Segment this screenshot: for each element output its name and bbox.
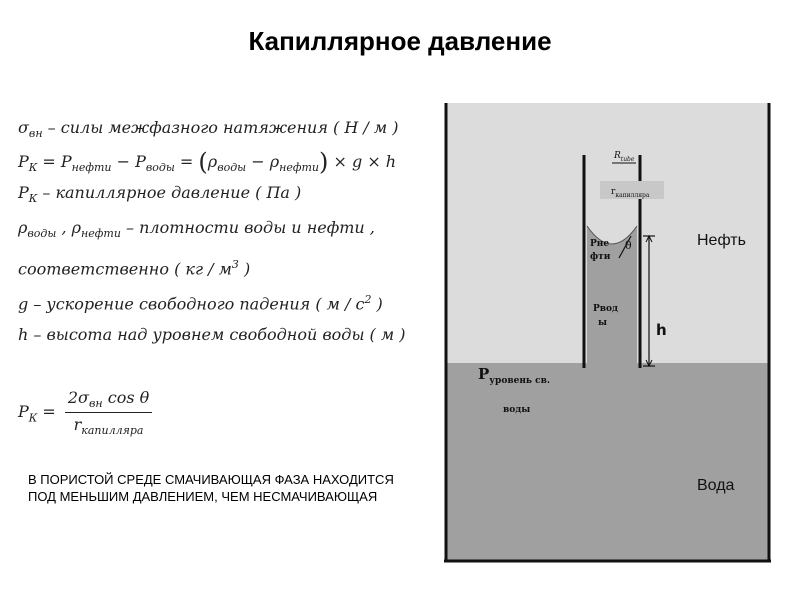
equals: = bbox=[174, 152, 199, 171]
gravity-sup: 2 bbox=[364, 293, 372, 306]
contact-angle-line bbox=[618, 235, 632, 259]
label-water: Вода bbox=[697, 477, 735, 494]
label-rtube: Rtube bbox=[613, 151, 635, 163]
rho-symbol: ρ bbox=[18, 218, 28, 237]
equation-pk-density: PК = Pнефти − Pводы = (ρводы − ρнефти) ×… bbox=[18, 148, 396, 176]
paren-close: ) bbox=[319, 148, 329, 176]
equation-densities: ρводы , ρнефти – плотности воды и нефти … bbox=[18, 218, 375, 240]
pk-symbol: P bbox=[18, 152, 29, 171]
den-r-sub: капилляра bbox=[81, 424, 144, 438]
gravity-close: ) bbox=[371, 294, 383, 314]
den-r: r bbox=[73, 415, 82, 435]
num-cos: cos θ bbox=[102, 388, 150, 407]
label-rtube-main: R bbox=[613, 151, 621, 161]
pk-sub: К bbox=[28, 192, 38, 206]
rcap-label-box bbox=[600, 181, 664, 199]
num-sigma-sub: вн bbox=[88, 397, 103, 411]
label-pfree: Pуровень св. bbox=[478, 365, 550, 386]
num-sigma: 2σ bbox=[67, 388, 89, 407]
label-oil: Нефть bbox=[697, 232, 746, 249]
p-water-symbol: − P bbox=[111, 152, 146, 171]
paren-open: ( bbox=[198, 148, 208, 176]
note-text: В пористой среде смачивающая фаза находи… bbox=[28, 472, 394, 504]
h-arrow-down bbox=[645, 359, 653, 368]
p-water-sub: воды bbox=[145, 161, 175, 175]
pk-sub: К bbox=[28, 411, 38, 425]
pk-symbol: P bbox=[18, 183, 29, 202]
height-text: h – высота над уровнем свободной воды ( … bbox=[18, 325, 406, 344]
fraction-numerator: 2σвн cos θ bbox=[64, 388, 153, 414]
label-h: h bbox=[656, 321, 667, 339]
units-close: ) bbox=[238, 259, 251, 279]
rho-water: ρ bbox=[207, 152, 218, 171]
densities-text: – плотности воды и нефти , bbox=[120, 218, 375, 237]
label-pfree-line2: воды bbox=[503, 405, 530, 415]
meniscus-line bbox=[586, 225, 638, 245]
label-rcap-main: r bbox=[611, 187, 616, 197]
pk-sub: К bbox=[28, 161, 38, 175]
equation-laplace: PК = 2σвн cos θ rкапилляра bbox=[18, 388, 156, 437]
rho-oil-sub: нефти bbox=[81, 227, 121, 241]
gh-tail: × g × h bbox=[328, 152, 397, 171]
label-pfree-main: P bbox=[478, 365, 489, 383]
equation-gravity: g – ускорение свободного падения ( м / с… bbox=[18, 293, 383, 313]
label-rtube-sub: tube bbox=[621, 156, 635, 163]
units-sup: 3 bbox=[231, 258, 239, 271]
equation-pk-definition: PК – капиллярное давление ( Па ) bbox=[18, 183, 301, 205]
rho-water-sub: воды bbox=[27, 227, 57, 241]
equation-sigma: σвн – силы межфазного натяжения ( Н / м … bbox=[18, 118, 398, 140]
page-title: Капиллярное давление bbox=[248, 26, 552, 56]
p-oil-sub: нефти bbox=[71, 161, 112, 175]
units-text: соответственно ( кг / м bbox=[18, 259, 232, 279]
equation-sigma-text: – силы межфазного натяжения ( Н / м ) bbox=[42, 118, 399, 137]
label-rcap: rкапилляра bbox=[611, 187, 650, 199]
capillary-water-column bbox=[587, 226, 637, 363]
label-theta: θ bbox=[625, 239, 632, 252]
pk-symbol: P bbox=[18, 402, 29, 422]
gravity-text: g – ускорение свободного падения ( м / с bbox=[18, 294, 365, 314]
p-oil-symbol: = P bbox=[37, 152, 72, 171]
equation-units-density: соответственно ( кг / м3 ) bbox=[18, 258, 250, 278]
pk-text: – капиллярное давление ( Па ) bbox=[37, 183, 302, 202]
equals: = bbox=[37, 402, 56, 422]
rho-water-sub: воды bbox=[217, 161, 247, 175]
rho-separator: , ρ bbox=[56, 218, 82, 237]
label-pfree-sub: уровень св. bbox=[489, 376, 550, 386]
label-rcap-sub: капилляра bbox=[615, 192, 650, 199]
rho-oil-sub: нефти bbox=[279, 161, 320, 175]
laplace-fraction: 2σвн cos θ rкапилляра bbox=[64, 388, 153, 437]
symbol-sigma-sub: вн bbox=[28, 127, 43, 141]
symbol-sigma: σ bbox=[18, 118, 29, 137]
equation-height: h – высота над уровнем свободной воды ( … bbox=[18, 325, 405, 344]
fraction-denominator: rкапилляра bbox=[65, 413, 152, 437]
water-region bbox=[446, 363, 769, 561]
h-arrow-up bbox=[645, 234, 653, 243]
rho-oil: − ρ bbox=[246, 152, 280, 171]
